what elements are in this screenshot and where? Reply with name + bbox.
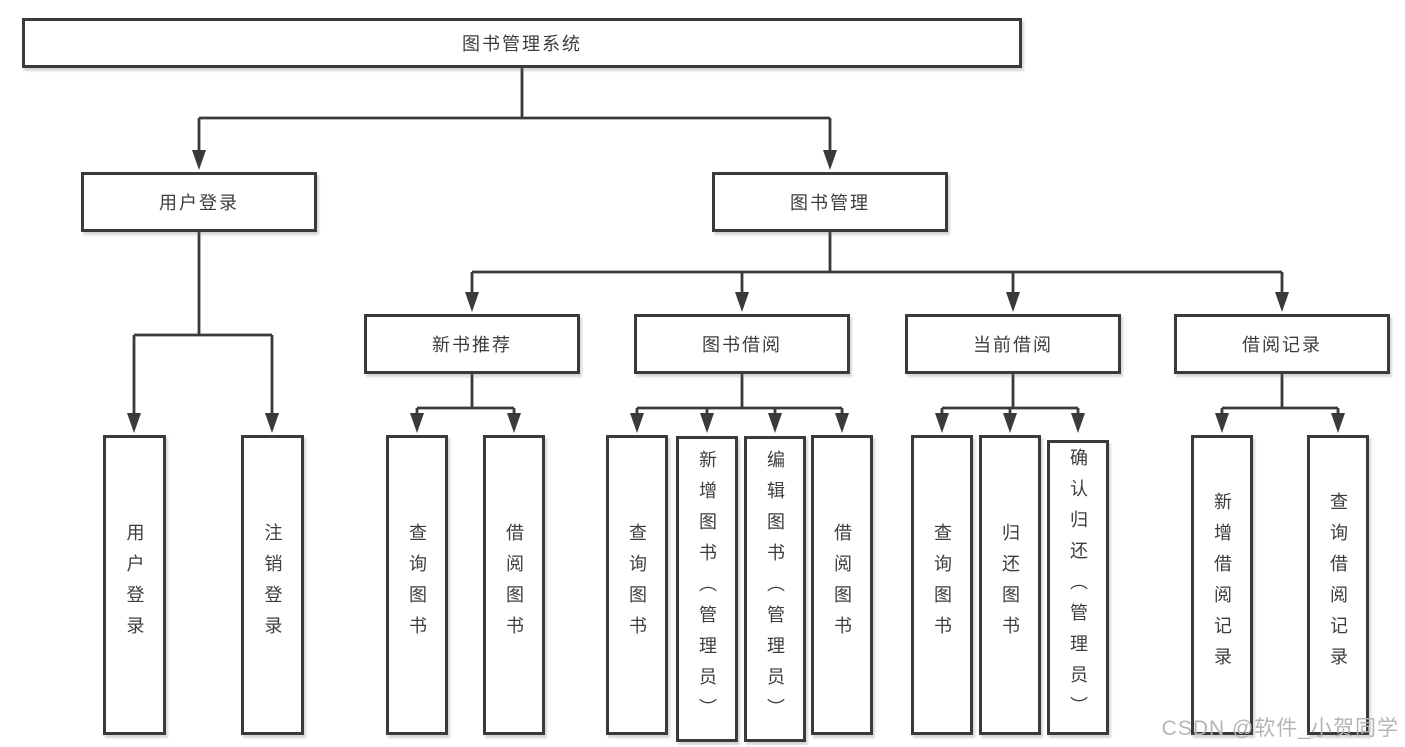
node-label: 归还图书 bbox=[1000, 523, 1020, 647]
node-leaf-return-book: 归还图书 bbox=[979, 435, 1041, 735]
arrowhead-icon bbox=[410, 413, 424, 433]
node-label: 编辑图书（管理员） bbox=[765, 449, 785, 729]
node-leaf-query-book-3: 查询图书 bbox=[911, 435, 973, 735]
node-book-borrow: 图书借阅 bbox=[634, 314, 850, 374]
arrowhead-icon bbox=[192, 150, 206, 170]
arrowhead-icon bbox=[1071, 413, 1085, 433]
node-root: 图书管理系统 bbox=[22, 18, 1022, 68]
node-label: 借阅图书 bbox=[504, 523, 524, 647]
node-label: 注销登录 bbox=[262, 523, 283, 647]
arrowhead-icon bbox=[823, 150, 837, 170]
node-leaf-add-record: 新增借阅记录 bbox=[1191, 435, 1253, 735]
arrowhead-icon bbox=[735, 292, 749, 312]
arrowhead-icon bbox=[1006, 292, 1020, 312]
node-new-book-rec: 新书推荐 bbox=[364, 314, 580, 374]
node-label: 借阅记录 bbox=[1242, 335, 1322, 355]
node-leaf-borrow-book-2: 借阅图书 bbox=[811, 435, 873, 735]
node-leaf-logout: 注销登录 bbox=[241, 435, 304, 735]
arrowhead-icon bbox=[935, 413, 949, 433]
node-leaf-edit-book: 编辑图书（管理员） bbox=[744, 436, 806, 742]
node-leaf-query-book-2: 查询图书 bbox=[606, 435, 668, 735]
node-leaf-borrow-book-1: 借阅图书 bbox=[483, 435, 545, 735]
node-label: 查询图书 bbox=[932, 523, 952, 647]
arrowhead-icon bbox=[1275, 292, 1289, 312]
node-user-login: 用户登录 bbox=[81, 172, 317, 232]
arrowhead-icon bbox=[630, 413, 644, 433]
node-label: 查询借阅记录 bbox=[1328, 492, 1348, 678]
arrowhead-icon bbox=[768, 413, 782, 433]
node-label: 查询图书 bbox=[627, 523, 647, 647]
node-label: 图书管理系统 bbox=[462, 34, 582, 54]
node-label: 新增图书（管理员） bbox=[697, 449, 717, 729]
arrowhead-icon bbox=[1331, 413, 1345, 433]
node-label: 新书推荐 bbox=[432, 335, 512, 355]
arrowhead-icon bbox=[465, 292, 479, 312]
arrowhead-icon bbox=[700, 413, 714, 433]
node-label: 用户登录 bbox=[124, 523, 145, 647]
node-label: 查询图书 bbox=[407, 523, 427, 647]
node-leaf-query-book-1: 查询图书 bbox=[386, 435, 448, 735]
node-book-mgmt: 图书管理 bbox=[712, 172, 948, 232]
arrowhead-icon bbox=[127, 413, 141, 433]
node-label: 图书管理 bbox=[790, 193, 870, 213]
node-borrow-record: 借阅记录 bbox=[1174, 314, 1390, 374]
node-leaf-user-login: 用户登录 bbox=[103, 435, 166, 735]
node-label: 确认归还（管理员） bbox=[1068, 448, 1088, 727]
arrowhead-icon bbox=[835, 413, 849, 433]
node-label: 用户登录 bbox=[159, 193, 239, 213]
arrowhead-icon bbox=[265, 413, 279, 433]
node-leaf-add-book: 新增图书（管理员） bbox=[676, 436, 738, 742]
arrowhead-icon bbox=[1003, 413, 1017, 433]
watermark: CSDN @软件_小贺同学 bbox=[1161, 717, 1399, 740]
node-leaf-query-record: 查询借阅记录 bbox=[1307, 435, 1369, 735]
node-leaf-confirm-return: 确认归还（管理员） bbox=[1047, 440, 1109, 735]
node-label: 新增借阅记录 bbox=[1212, 492, 1232, 678]
node-label: 借阅图书 bbox=[832, 523, 852, 647]
node-label: 图书借阅 bbox=[702, 335, 782, 355]
arrowhead-icon bbox=[507, 413, 521, 433]
node-current-borrow: 当前借阅 bbox=[905, 314, 1121, 374]
arrowhead-icon bbox=[1215, 413, 1229, 433]
node-label: 当前借阅 bbox=[973, 335, 1053, 355]
